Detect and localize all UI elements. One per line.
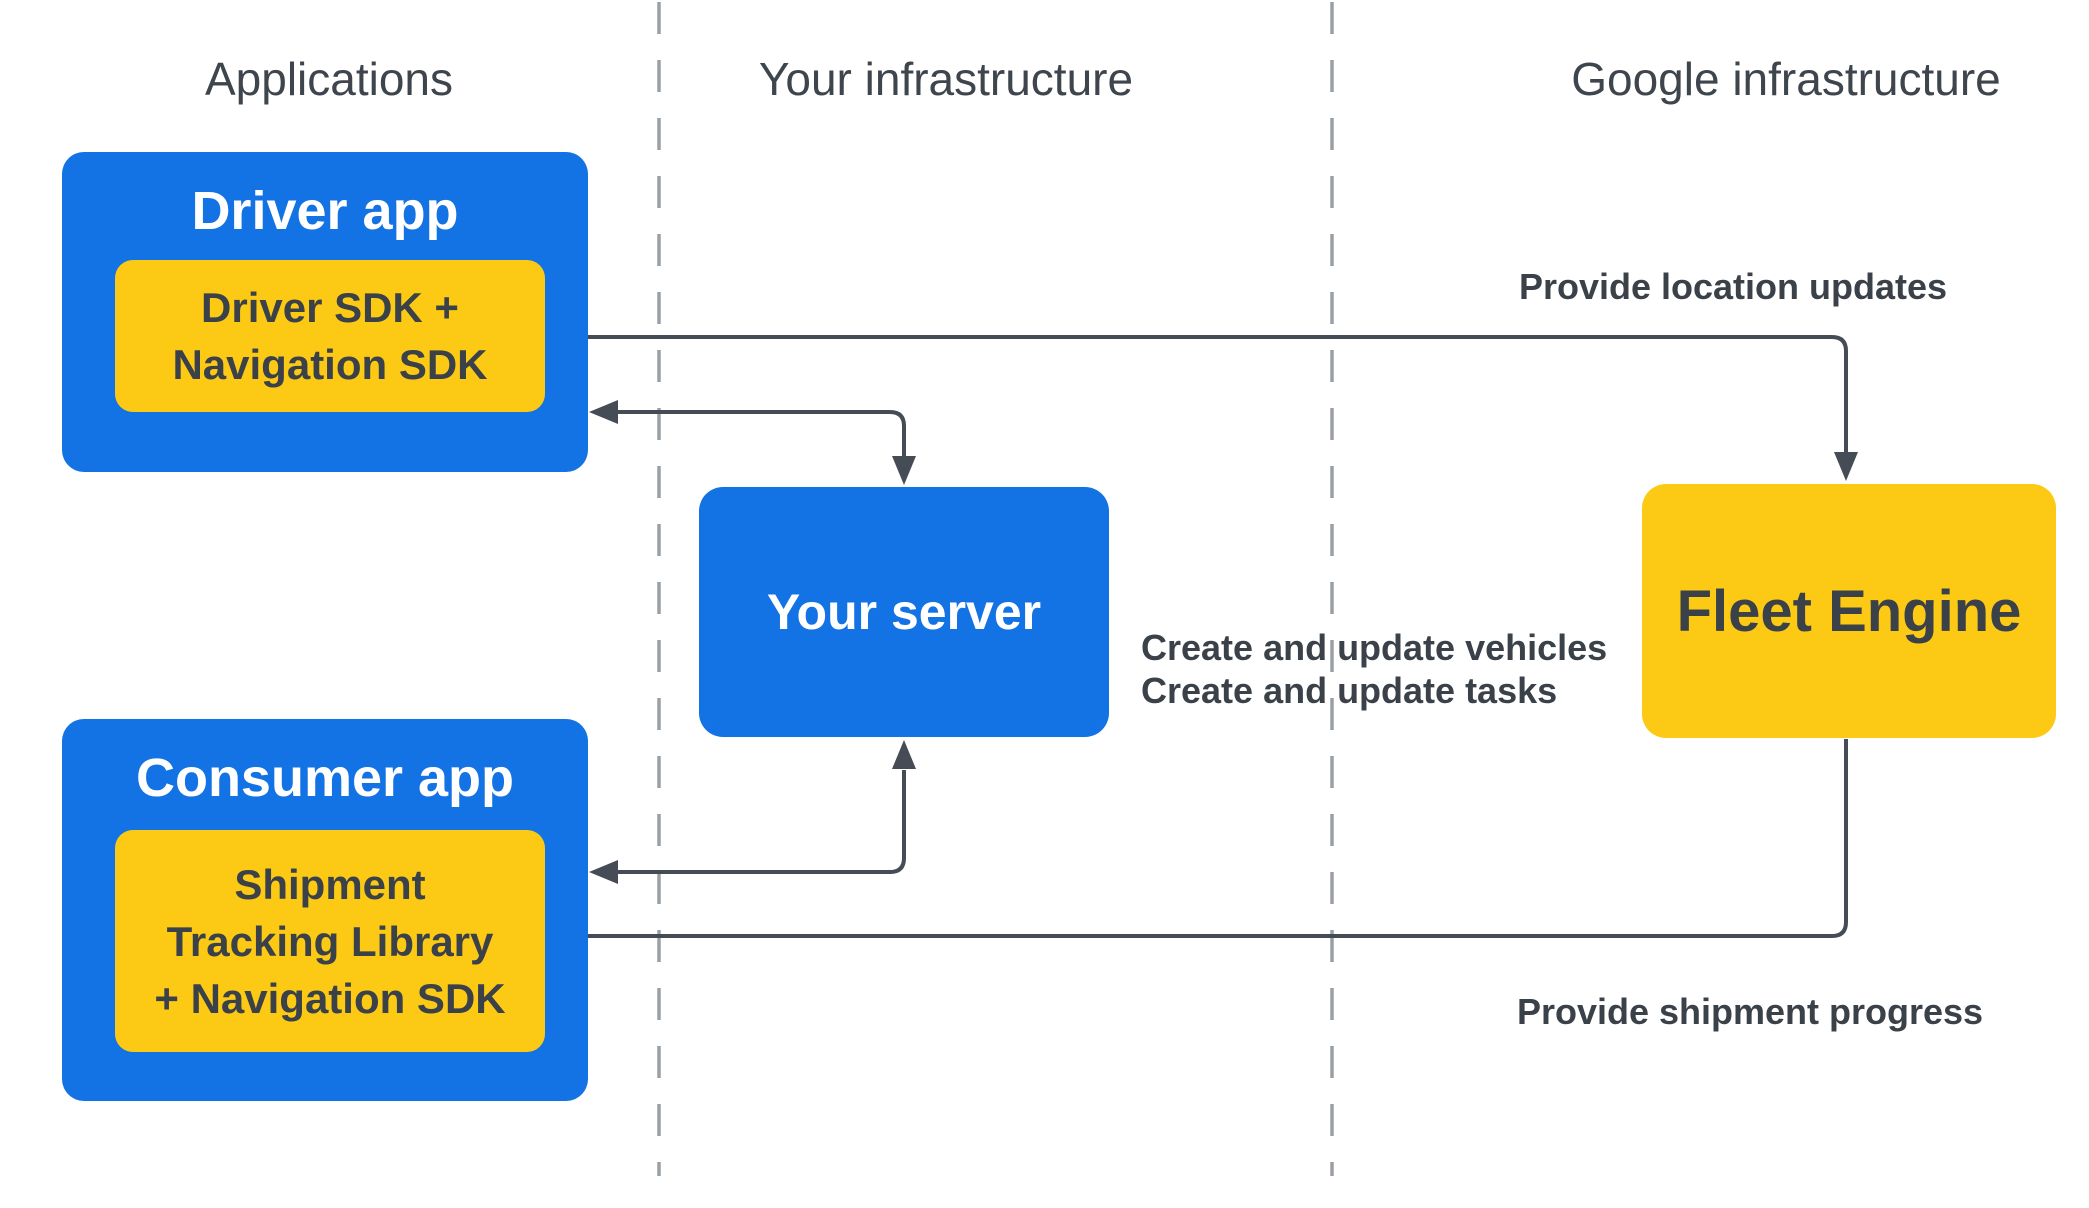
edge-label-create-tasks: Create and update tasks [1141,670,1558,711]
driver-sdk-node: Driver SDK + Navigation SDK [115,260,545,412]
lane-header-google-infrastructure: Google infrastructure [1571,53,2001,105]
driver-sdk-label-line1: Driver SDK + [201,284,459,331]
shipment-tracking-label-line2: Tracking Library [166,917,494,965]
edge-label-provide-location-updates: Provide location updates [1518,266,1948,307]
edge-driver-app-your-server [617,410,906,456]
edge-label-provide-shipment-progress: Provide shipment progress [1516,991,1984,1032]
arrowhead-into-your-server-bottom [892,740,916,769]
your-server-title: Your server [766,584,1042,640]
consumer-app-title: Consumer app [135,748,515,808]
shipment-tracking-library-node: Shipment Tracking Library + Navigation S… [115,830,545,1052]
driver-app-node: Driver app Driver SDK + Navigation SDK [62,152,588,472]
consumer-app-node: Consumer app Shipment Tracking Library +… [62,719,588,1101]
lane-header-your-infrastructure: Your infrastructure [758,53,1134,105]
driver-app-title: Driver app [191,181,459,241]
lane-header-applications: Applications [204,53,454,105]
your-server-node: Your server [699,487,1109,737]
shipment-tracking-label-line1: Shipment [234,860,426,908]
fleet-engine-node: Fleet Engine [1642,484,2056,738]
arrowhead-into-your-server-top [892,456,916,485]
edge-provide-shipment-progress [577,739,1848,938]
edge-label-create-and-update: Create and update vehicles Create and up… [1141,626,1607,712]
shipment-tracking-label-line3: + Navigation SDK [154,974,506,1022]
arrowhead-into-consumer-app [589,860,618,884]
edge-label-create-vehicles: Create and update vehicles [1141,627,1608,668]
edge-consumer-app-your-server [617,770,906,874]
arrowhead-into-fleet-engine-top [1834,452,1858,481]
edge-provide-location-updates [577,335,1848,452]
fleet-engine-title: Fleet Engine [1676,578,2022,644]
arrowhead-into-driver-app [589,400,618,424]
driver-sdk-label-line2: Navigation SDK [172,341,488,388]
